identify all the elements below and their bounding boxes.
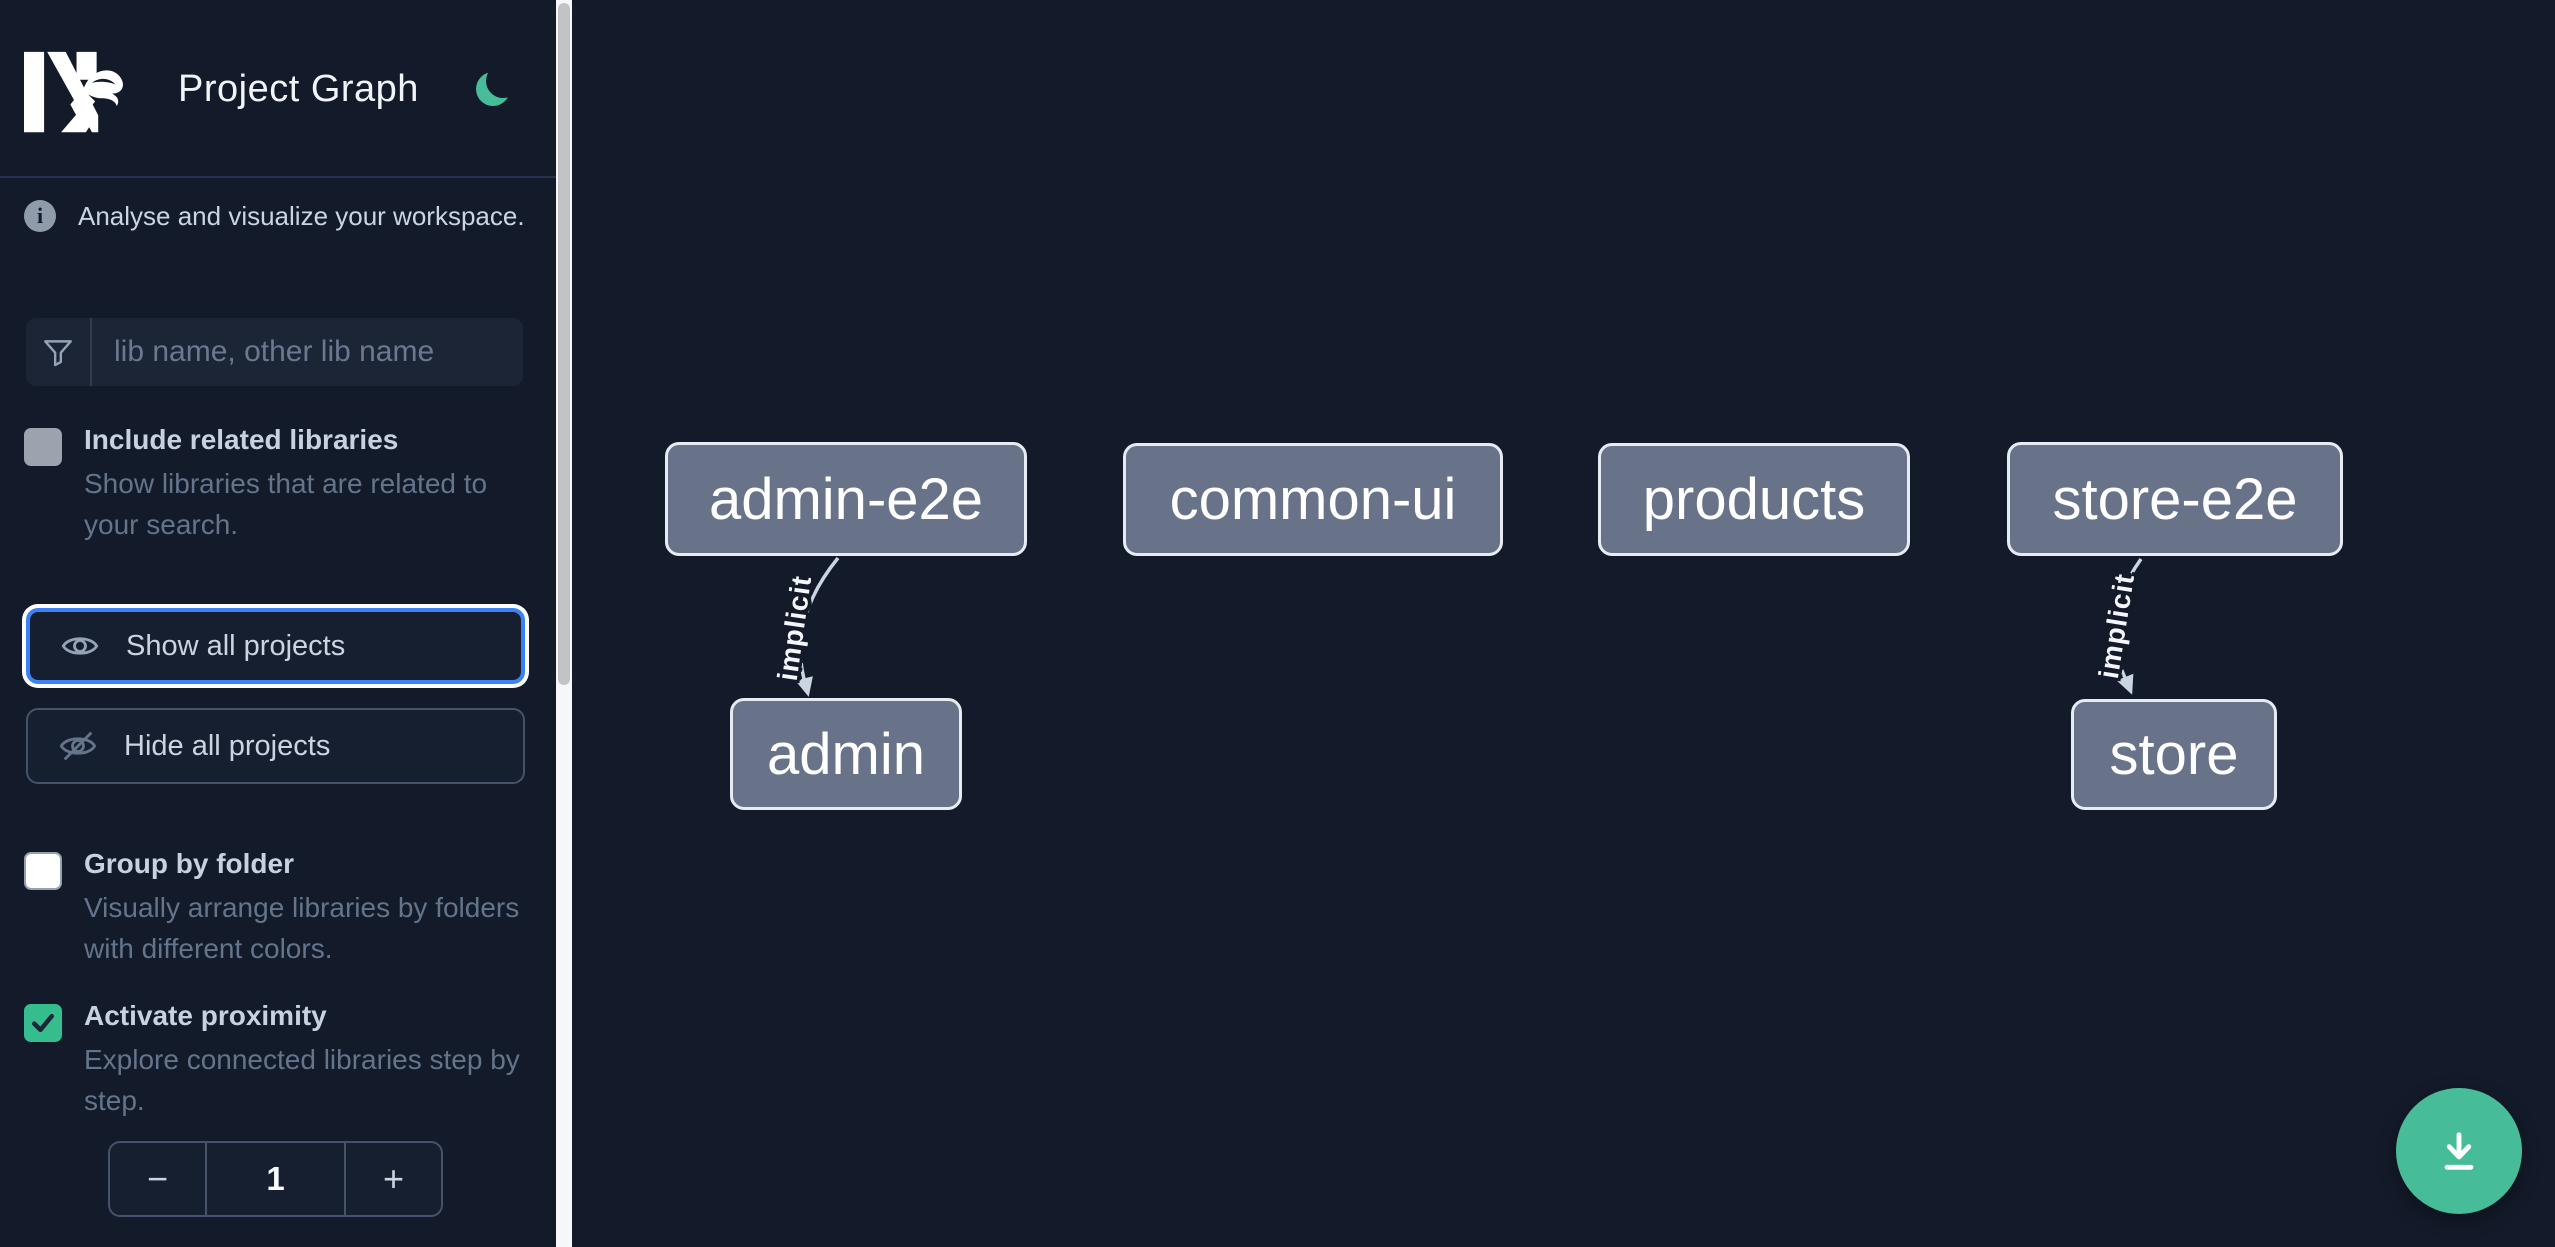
nx-logo-icon: [24, 51, 123, 133]
info-icon: i: [24, 200, 56, 232]
option-description: Show libraries that are related to your …: [84, 468, 488, 540]
page-title: Project Graph: [178, 68, 419, 110]
sidebar-scrollbar-track: [556, 0, 572, 1247]
option-label: Activate proximity: [84, 1000, 327, 1031]
option-description: Visually arrange libraries by folders wi…: [84, 892, 520, 964]
tagline-text: Analyse and visualize your workspace.: [78, 200, 525, 231]
option-label: Include related libraries: [84, 424, 399, 455]
moon-icon: [486, 64, 520, 98]
decrement-button[interactable]: −: [110, 1143, 207, 1215]
sidebar: Project Graph i Analyse and visualize yo…: [0, 0, 571, 1247]
theme-toggle-button[interactable]: [472, 62, 520, 110]
proximity-depth-stepper: − 1 +: [108, 1141, 443, 1217]
download-icon: [2444, 1132, 2474, 1170]
button-label: Show all projects: [126, 629, 346, 662]
option-text: Group by folder Visually arrange librari…: [84, 848, 534, 969]
option-description: Explore connected libraries step by step…: [84, 1044, 520, 1116]
option-text: Activate proximity Explore connected lib…: [84, 1000, 534, 1121]
activate-proximity-checkbox[interactable]: [24, 1004, 62, 1042]
filter-icon-segment: [26, 318, 92, 386]
increment-button[interactable]: +: [344, 1143, 441, 1215]
filter-input[interactable]: [92, 318, 523, 386]
option-label: Group by folder: [84, 848, 294, 879]
eye-icon: [61, 637, 99, 655]
option-activate-proximity: Activate proximity Explore connected lib…: [24, 1000, 534, 1121]
graph-node-products[interactable]: products: [1598, 443, 1910, 556]
option-text: Include related libraries Show libraries…: [84, 424, 534, 545]
option-include-related: Include related libraries Show libraries…: [24, 424, 534, 545]
graph-node-store[interactable]: store: [2071, 699, 2277, 810]
graph-node-admin[interactable]: admin: [730, 698, 962, 810]
filter-box: [26, 318, 523, 386]
include-related-checkbox[interactable]: [24, 428, 62, 466]
hide-all-projects-button[interactable]: Hide all projects: [26, 708, 525, 784]
show-all-projects-button[interactable]: Show all projects: [26, 608, 525, 684]
button-label: Hide all projects: [124, 729, 331, 762]
graph-node-admin-e2e[interactable]: admin-e2e: [665, 442, 1027, 556]
check-icon: [32, 1013, 54, 1033]
graph-node-common-ui[interactable]: common-ui: [1123, 443, 1503, 556]
download-graph-button[interactable]: [2396, 1088, 2522, 1214]
option-group-by-folder: Group by folder Visually arrange librari…: [24, 848, 534, 969]
funnel-icon: [44, 340, 72, 367]
tagline-row: i Analyse and visualize your workspace.: [24, 200, 534, 232]
sidebar-scrollbar-thumb[interactable]: [558, 3, 570, 685]
sidebar-header: Project Graph: [0, 0, 556, 178]
group-by-folder-checkbox[interactable]: [24, 852, 62, 890]
graph-node-store-e2e[interactable]: store-e2e: [2007, 442, 2343, 556]
proximity-depth-value: 1: [266, 1160, 285, 1197]
edge-label-implicit: implicit: [771, 573, 818, 683]
eye-off-icon: [59, 731, 97, 761]
edge-label-implicit: implicit: [2092, 571, 2141, 681]
